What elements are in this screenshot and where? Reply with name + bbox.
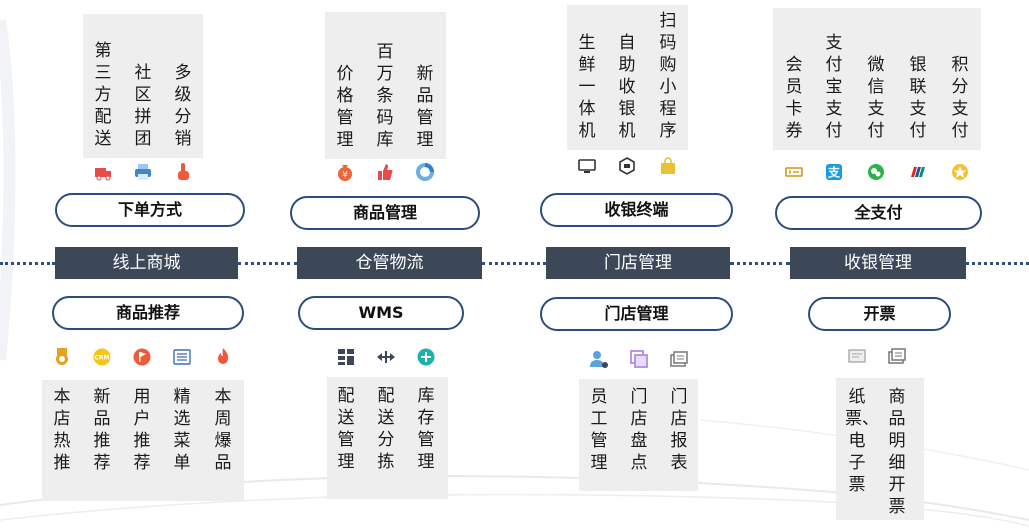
delivery-truck-icon (92, 161, 114, 183)
top-item-label: 银联支付 (909, 55, 927, 141)
top-item-label: 积分支付 (951, 55, 969, 141)
detail-cards-icon (886, 345, 908, 367)
panel-product-recommendations (42, 380, 244, 501)
bottom-item-label: 配送管理 (337, 386, 355, 472)
bottom-item-label: 本店热推 (53, 387, 71, 473)
bottom-item-label: 门店报表 (670, 387, 688, 473)
flag-icon (131, 346, 153, 368)
medal-icon (51, 346, 73, 368)
bar-store-management[interactable]: 门店管理 (546, 247, 730, 279)
money-bag-icon: ¥ (334, 161, 356, 183)
pill-order-methods[interactable]: 下单方式 (55, 193, 245, 227)
dotted-connector-4 (966, 262, 1029, 265)
grid-icon (335, 346, 357, 368)
bottom-item-label: 门店盘点 (630, 387, 648, 473)
pill-invoicing[interactable]: 开票 (808, 297, 951, 331)
points-star-icon (949, 161, 971, 183)
panel-payments (773, 8, 981, 150)
top-item-label: 新品管理 (416, 64, 434, 150)
bar-online-mall[interactable]: 线上商城 (55, 247, 238, 279)
top-item-label: 支付宝支付 (825, 33, 843, 141)
bottom-item-label: 精选菜单 (173, 387, 191, 473)
donut-chart-icon (414, 161, 436, 183)
pill-product-recommendations[interactable]: 商品推荐 (52, 296, 244, 330)
shopping-bag-icon (657, 155, 679, 177)
bar-warehouse-logistics[interactable]: 仓管物流 (297, 247, 482, 279)
top-item-label: 多级分销 (174, 63, 192, 149)
panel-order-methods (83, 14, 203, 158)
top-item-label: 会员卡券 (785, 55, 803, 141)
bottom-item-label: 用户推荐 (133, 387, 151, 473)
bottom-item-label: 商品明细开票 (888, 387, 906, 517)
top-item-label: 生鲜一体机 (578, 33, 596, 141)
move-arrows-icon (375, 346, 397, 368)
printer-icon (132, 161, 154, 183)
bottom-item-label: 员工管理 (590, 387, 608, 473)
dotted-connector-2 (482, 262, 546, 265)
paper-ticket-icon (846, 345, 868, 367)
bottom-item-label: 本周爆品 (214, 387, 232, 473)
pill-product-management[interactable]: 商品管理 (290, 196, 480, 230)
add-circle-icon (415, 346, 437, 368)
panel-invoicing (836, 378, 924, 520)
panel-wms (327, 377, 448, 499)
bottom-item-label: 库存管理 (417, 386, 435, 472)
svg-text:支: 支 (827, 165, 841, 180)
alipay-icon: 支 (823, 161, 845, 183)
top-item-label: 第三方配送 (94, 41, 112, 149)
pill-wms[interactable]: WMS (298, 296, 464, 330)
panel-store-management (579, 379, 698, 491)
report-cards-icon (668, 348, 690, 370)
pill-store-management[interactable]: 门店管理 (540, 297, 733, 331)
svg-text:¥: ¥ (342, 171, 348, 181)
user-settings-icon (588, 348, 610, 370)
unionpay-icon (907, 161, 929, 183)
wechat-icon (865, 161, 887, 183)
bar-cashier-management[interactable]: 收银管理 (790, 247, 966, 279)
panel-product-management (325, 12, 446, 159)
top-item-label: 价格管理 (336, 64, 354, 150)
kiosk-icon (616, 155, 638, 177)
coupon-icon (783, 161, 805, 183)
pill-cashier-terminals[interactable]: 收银终端 (540, 193, 733, 227)
copy-icon (628, 348, 650, 370)
bottom-item-label: 配送分拣 (377, 386, 395, 472)
dotted-connector-1 (238, 262, 297, 265)
list-icon (171, 346, 193, 368)
top-item-label: 社区拼团 (134, 63, 152, 149)
top-item-label: 百万条码库 (376, 42, 394, 150)
top-item-label: 扫码购小程序 (659, 11, 677, 141)
dotted-connector-3 (730, 262, 790, 265)
monitor-icon (576, 155, 598, 177)
hand-pointer-icon (172, 161, 194, 183)
svg-text:CRM: CRM (95, 355, 110, 362)
bottom-item-label: 纸票、电子票 (845, 387, 879, 495)
top-item-label: 自助收银机 (618, 33, 636, 141)
thumbs-up-icon (374, 161, 396, 183)
top-item-label: 微信支付 (867, 55, 885, 141)
crm-badge-icon: CRM (91, 346, 113, 368)
pill-full-payment[interactable]: 全支付 (775, 196, 982, 230)
fire-icon (212, 346, 234, 368)
bottom-item-label: 新品推荐 (93, 387, 111, 473)
dotted-connector-0 (0, 262, 55, 265)
panel-cashier-terminals (567, 5, 688, 150)
